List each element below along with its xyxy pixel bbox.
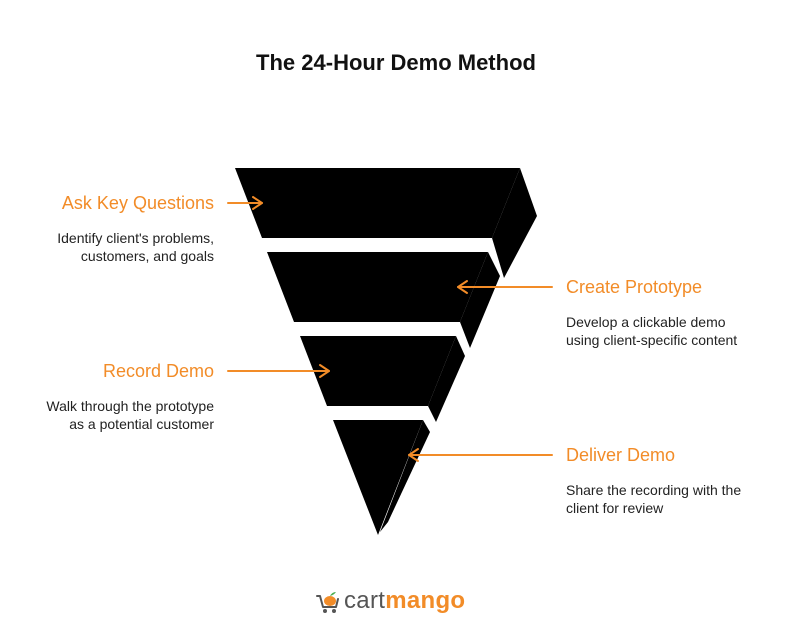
cartmango-logo: cartmango bbox=[314, 586, 465, 616]
arrowhead-deliver-demo bbox=[408, 448, 419, 462]
desc-line: client for review bbox=[566, 500, 664, 516]
diagram-title: The 24-Hour Demo Method bbox=[256, 50, 536, 75]
funnel-layer-2-front bbox=[267, 252, 488, 322]
desc-line: Share the recording with the bbox=[566, 482, 742, 498]
logo-text-cart: cart bbox=[344, 587, 386, 614]
arrowhead-record-demo bbox=[319, 364, 330, 378]
funnel-layer-3-side bbox=[428, 336, 465, 422]
logo-text-mango: mango bbox=[385, 587, 466, 614]
step-title-deliver-demo: Deliver Demo bbox=[566, 445, 676, 465]
desc-line: Develop a clickable demo bbox=[566, 314, 726, 330]
funnel-layer-1-side bbox=[492, 168, 537, 278]
step-title-record-demo: Record Demo bbox=[102, 361, 214, 381]
desc-line: customers, and goals bbox=[80, 248, 214, 264]
step-desc-ask-key-questions: Identify client's problems, customers, a… bbox=[0, 229, 214, 265]
step-title-create-prototype: Create Prototype bbox=[566, 277, 703, 297]
funnel-layer-4-front bbox=[333, 420, 423, 535]
funnel-layer-2-side bbox=[460, 252, 500, 348]
step-desc-deliver-demo: Share the recording with the client for … bbox=[566, 481, 776, 517]
arrowhead-create-prototype bbox=[457, 280, 468, 294]
arrowhead-ask-key-questions bbox=[252, 196, 263, 210]
funnel-layer-1-front bbox=[235, 168, 520, 238]
desc-line: as a potential customer bbox=[69, 416, 214, 432]
desc-line: Identify client's problems, bbox=[57, 230, 214, 246]
step-title-ask-key-questions: Ask Key Questions bbox=[61, 193, 214, 213]
desc-line: using client-specific content bbox=[566, 332, 738, 348]
funnel-layer-4-side bbox=[380, 420, 430, 532]
mango-cart-icon bbox=[316, 592, 339, 613]
step-desc-record-demo: Walk through the prototype as a potentia… bbox=[0, 397, 214, 433]
step-desc-create-prototype: Develop a clickable demo using client-sp… bbox=[566, 313, 776, 349]
funnel-layer-3-front bbox=[300, 336, 456, 406]
desc-line: Walk through the prototype bbox=[46, 398, 214, 414]
